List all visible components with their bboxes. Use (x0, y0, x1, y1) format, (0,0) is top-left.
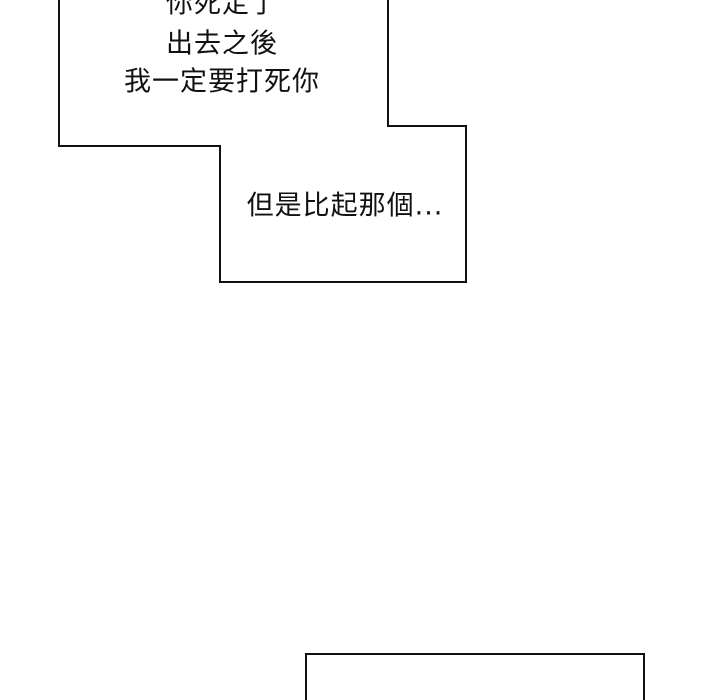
dialogue-line: 你死定了 (166, 0, 278, 20)
dialogue-line: 但是比起那個... (246, 190, 444, 222)
bottom-panel-outline (305, 653, 645, 700)
dialogue-line: 出去之後 (166, 28, 278, 60)
dialogue-line: 我一定要打死你 (124, 66, 320, 98)
speech-bubble-outline (58, 0, 467, 283)
